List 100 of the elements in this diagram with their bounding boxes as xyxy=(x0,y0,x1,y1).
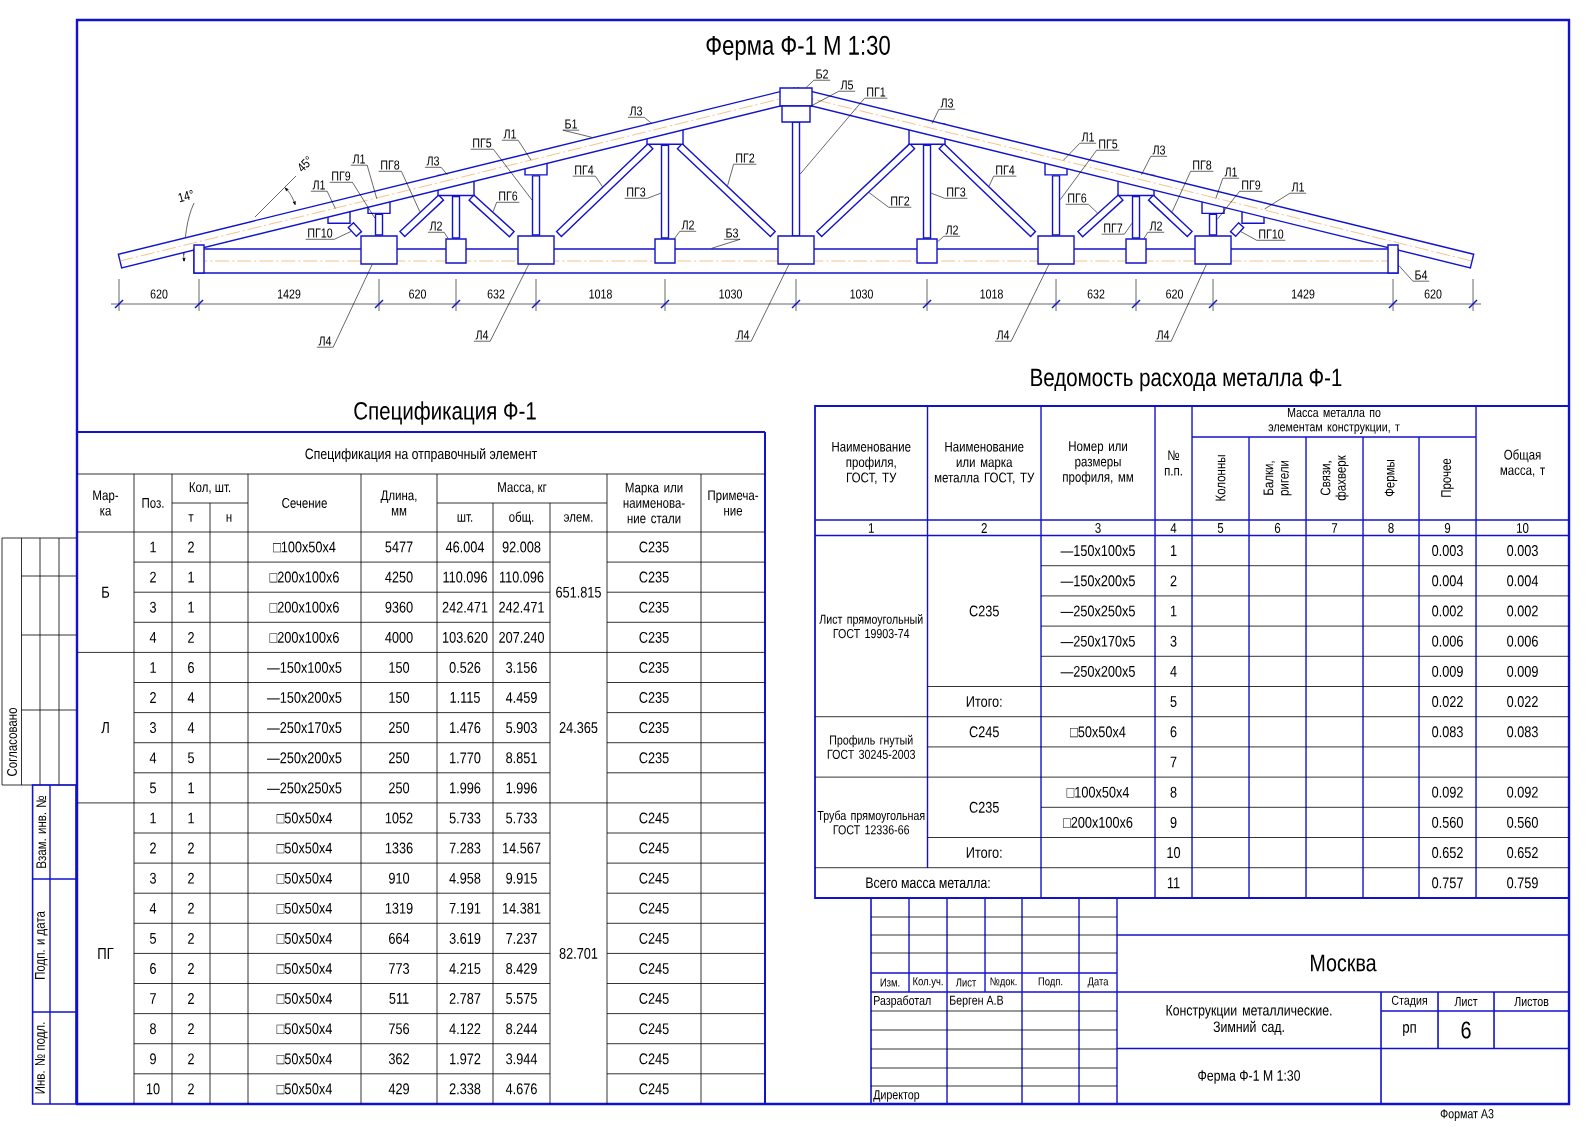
leader-line xyxy=(1215,177,1224,199)
table-text: 1052 xyxy=(385,812,413,824)
part-label: ПГ6 xyxy=(496,191,520,203)
dimension-value: 620 xyxy=(150,289,168,299)
gusset-plate xyxy=(1125,238,1147,264)
column-header: Колонны xyxy=(1215,455,1226,501)
table-text: 1 xyxy=(188,782,194,794)
leader-line xyxy=(1240,231,1257,241)
support-plate xyxy=(1387,244,1399,274)
column-number: 2 xyxy=(981,523,987,533)
part-label: Л2 xyxy=(679,220,697,232)
table-text: 9.915 xyxy=(506,872,537,884)
table-text: 0.022 xyxy=(1432,696,1463,708)
table-text: 6 xyxy=(188,662,194,673)
table-text: 0.652 xyxy=(1432,847,1463,859)
column-header: н xyxy=(226,514,232,522)
table-text: 2 xyxy=(1170,575,1177,587)
column-header: № п.п. xyxy=(1164,450,1182,476)
leader-line xyxy=(1063,142,1081,161)
table-text: 2 xyxy=(188,902,194,914)
table-text: 4 xyxy=(149,632,157,643)
table-text: 0.560 xyxy=(1432,816,1463,828)
stamp-text: Лист xyxy=(955,978,977,987)
part-label: Л5 xyxy=(838,80,856,92)
stamp-text: рп xyxy=(1403,1024,1416,1036)
table-text: 24.365 xyxy=(559,722,598,734)
table-text: □50x50x4 xyxy=(276,932,332,944)
heading: Спецификация Ф-1 xyxy=(354,401,536,425)
table-text: 5.733 xyxy=(506,812,537,824)
table-text: 756 xyxy=(389,1023,410,1035)
table-text: С245 xyxy=(639,842,669,854)
part-label: ПГ9 xyxy=(329,171,353,183)
truss-member xyxy=(398,194,445,238)
table-text: 0.006 xyxy=(1432,635,1463,647)
leader-line xyxy=(1216,191,1240,220)
table-text: С245 xyxy=(639,1053,669,1065)
table-text: 5477 xyxy=(385,541,413,553)
table-text: —150x100x5 xyxy=(1060,545,1135,557)
leader-line xyxy=(366,164,378,199)
table-text: 1319 xyxy=(385,902,413,914)
table-text: 5 xyxy=(187,752,194,764)
table-text: 1 xyxy=(188,571,194,583)
leader-line xyxy=(1170,264,1207,342)
leader-line xyxy=(930,192,945,199)
heading: Ведомость расхода металла Ф-1 xyxy=(1031,368,1342,392)
stamp-text: Конструкции металлические. Зимний сад. xyxy=(1166,1005,1332,1035)
table-text: 2 xyxy=(150,571,156,583)
stamp-text: Подп. и дата xyxy=(35,911,48,979)
table-text: 110.096 xyxy=(500,571,544,583)
table-text: С245 xyxy=(639,812,669,824)
column-header: Общая масса, т xyxy=(1500,449,1545,477)
leader-line xyxy=(595,175,603,187)
table-text: 664 xyxy=(389,932,410,944)
dimension-value: 632 xyxy=(1087,289,1105,299)
table-text: 4.122 xyxy=(449,1023,481,1035)
table-text: 3 xyxy=(149,601,156,613)
leader-line xyxy=(674,231,681,239)
table-text: 0.757 xyxy=(1432,877,1463,889)
leader-line xyxy=(643,117,653,124)
table-text: 46.004 xyxy=(445,541,485,553)
table-text: 250 xyxy=(389,752,410,764)
table-text: 2 xyxy=(150,842,156,854)
table-text: □50x50x4 xyxy=(276,842,332,854)
table-text: □50x50x4 xyxy=(276,1023,332,1035)
table-text: 2 xyxy=(188,842,194,854)
table-text: 0.560 xyxy=(1507,816,1538,828)
column-header: элем. xyxy=(563,514,593,522)
table-text: —250x250x5 xyxy=(267,782,342,794)
table-text: □50x50x4 xyxy=(276,963,332,974)
table-text: □50x50x4 xyxy=(276,902,332,914)
table-text: 11 xyxy=(1167,877,1180,889)
table-text: 150 xyxy=(389,692,410,703)
stamp-text: Дата xyxy=(1087,977,1109,988)
table-text: С235 xyxy=(639,722,669,734)
stamp-text: Инв. № подл. xyxy=(35,1022,48,1094)
table-text: □50x50x4 xyxy=(276,993,332,1004)
part-label: Л3 xyxy=(627,106,645,118)
truss-member xyxy=(555,142,654,238)
table-text: 2 xyxy=(188,632,194,643)
table-text: 5 xyxy=(149,933,156,944)
stamp-text: Лист xyxy=(1454,997,1478,1007)
column-header: Фермы xyxy=(1384,460,1398,497)
table-text: 1.996 xyxy=(506,782,537,794)
part-label: Л2 xyxy=(943,225,961,237)
table-text: 1.115 xyxy=(450,692,480,703)
table-text: Итого: xyxy=(966,847,1002,858)
part-label: ПГ4 xyxy=(993,165,1017,177)
leader-line xyxy=(647,192,662,199)
table-text: 4 xyxy=(1170,666,1177,677)
table-text: 8.244 xyxy=(506,1023,538,1035)
part-label: ПГ2 xyxy=(888,196,912,208)
table-text: □100x50x4 xyxy=(273,541,336,553)
column-number: 5 xyxy=(1217,523,1224,533)
gusset-plate xyxy=(445,238,467,264)
leader-line xyxy=(988,175,994,187)
part-label: ПГ3 xyxy=(624,187,648,199)
column-number: 8 xyxy=(1388,523,1394,533)
column-header: Масса, кг xyxy=(498,482,547,494)
table-text: 4 xyxy=(149,902,157,914)
table-text: 1.972 xyxy=(450,1053,481,1065)
